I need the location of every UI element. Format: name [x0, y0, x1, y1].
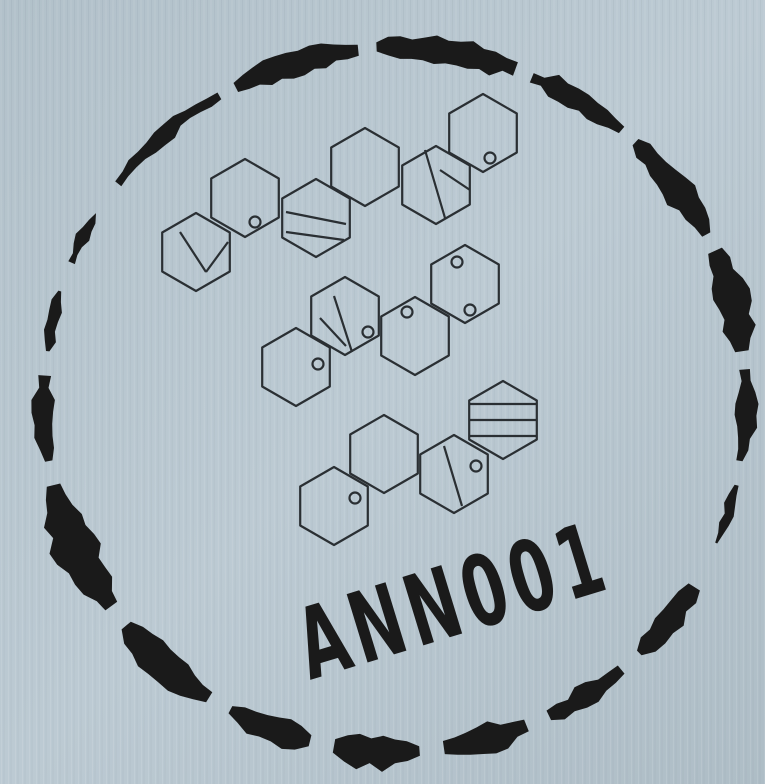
bond-line: [205, 241, 229, 273]
bond-line: [439, 169, 471, 191]
ring-segment: [734, 369, 759, 462]
ring-segment: [708, 247, 756, 353]
hexagon-ring: [380, 295, 450, 377]
ring-segment: [115, 92, 222, 187]
ring-segment: [228, 706, 312, 750]
ring-segment: [637, 583, 700, 656]
hexagon-ring: [299, 465, 369, 547]
atom-circle: [450, 255, 464, 269]
ring-segment: [376, 35, 518, 76]
atom-circle: [348, 491, 362, 505]
ring-segment: [121, 621, 213, 703]
ring-segment: [529, 73, 625, 134]
hexagon-ring: [430, 243, 500, 325]
atom-circle: [400, 305, 414, 319]
hexagon-ring: [419, 433, 489, 515]
molecule-drawings: [161, 92, 538, 547]
hexagon-ring: [448, 92, 518, 174]
stamp-ring: [31, 35, 759, 772]
bond-line: [285, 230, 345, 242]
atom-circle: [311, 357, 325, 371]
bond-line: [319, 317, 347, 347]
atom-circle: [361, 325, 375, 339]
bond-line: [285, 210, 347, 226]
ring-segment: [632, 139, 711, 237]
bond-line: [179, 231, 207, 273]
hexagon-ring: [468, 379, 538, 461]
ring-segment: [44, 290, 62, 352]
ring-segment: [31, 375, 55, 462]
hexagon-ring: [330, 126, 400, 208]
ring-segment: [233, 43, 359, 92]
ring-segment: [442, 719, 529, 755]
hexagon-ring: [310, 275, 380, 357]
bond-line: [423, 149, 447, 219]
ring-segment: [44, 483, 118, 611]
ring-segment: [68, 213, 96, 265]
hexagon-ring: [210, 157, 280, 239]
bond-line: [442, 445, 464, 507]
hexagon-ring: [349, 413, 419, 495]
atom-circle: [248, 215, 262, 229]
ring-segment: [332, 733, 420, 772]
atom-circle: [463, 303, 477, 317]
bond-line: [332, 295, 354, 353]
atom-circle: [469, 459, 483, 473]
ring-segment: [715, 484, 739, 544]
atom-circle: [483, 151, 497, 165]
ring-segment: [546, 665, 625, 721]
hexagon-ring: [161, 211, 231, 293]
